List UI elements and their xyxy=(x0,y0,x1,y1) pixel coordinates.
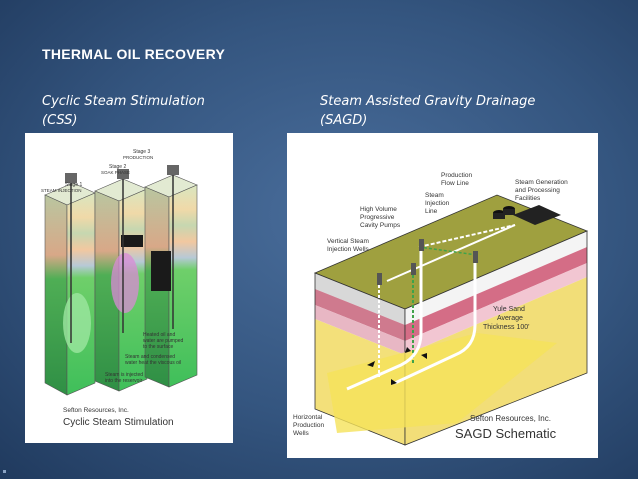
sagd-horizontal-1: Horizontal xyxy=(293,414,323,421)
sagd-wells xyxy=(346,239,478,391)
sagd-steam-gen-1: Steam Generation xyxy=(515,179,568,186)
corner-marker xyxy=(3,470,6,473)
css-caption-line2: (CSS) xyxy=(42,113,78,128)
css-wellhead-2 xyxy=(117,169,129,179)
sagd-company-label: Sefton Resources, Inc. xyxy=(470,414,551,423)
sagd-pumps-2: Progressive xyxy=(360,214,395,221)
css-caption: Cyclic Steam Stimulation (CSS) xyxy=(42,92,205,130)
sagd-pumps-1: High Volume xyxy=(360,206,397,213)
sagd-sand-body xyxy=(327,333,557,433)
css-wellhead-1 xyxy=(65,173,77,183)
sagd-caption-line1: Steam Assisted Gravity Drainage xyxy=(320,94,536,109)
css-stage2-label: Stage 2 xyxy=(109,164,126,170)
sagd-vertical-2: Injection Wells xyxy=(327,246,370,253)
sagd-caption-line2: (SAGD) xyxy=(320,113,368,128)
css-block-stage1 xyxy=(44,182,96,396)
sagd-yule-3: Thickness 100' xyxy=(483,324,529,331)
sagd-yule-1: Yule Sand xyxy=(493,306,525,313)
css-diagram: Stage 3 PRODUCTION Stage 2 SOAK PHASE St… xyxy=(41,149,198,428)
css-note-steam-2: water heat the viscous oil xyxy=(125,360,181,366)
sagd-steam-inj-2: Injection xyxy=(425,200,450,207)
sagd-steam-gen-2: and Processing xyxy=(515,187,560,194)
css-note-heated-2: water are pumped xyxy=(143,338,184,344)
css-steam-zone xyxy=(63,293,91,353)
sagd-facilities xyxy=(493,205,561,225)
sagd-steam-gen-3: Facilities xyxy=(515,195,541,202)
sagd-caption: Steam Assisted Gravity Drainage (SAGD) xyxy=(320,92,535,130)
sagd-flow-arrows xyxy=(367,347,427,385)
slide-title: THERMAL OIL RECOVERY xyxy=(42,46,226,62)
css-block-stage3 xyxy=(144,174,198,388)
sagd-yule-2: Average xyxy=(497,315,523,322)
css-wellhead-3 xyxy=(167,165,179,175)
css-caption-line1: Cyclic Steam Stimulation xyxy=(42,94,205,109)
css-stage1-label: Stage 1 xyxy=(65,182,82,188)
css-note-heated-3: to the surface xyxy=(143,344,174,350)
css-company-label: Sefton Resources, Inc. xyxy=(63,407,129,414)
sagd-horizontal-2: Production xyxy=(293,422,324,429)
css-black-zone xyxy=(151,251,171,291)
sagd-production-flow-2: Flow Line xyxy=(441,180,469,187)
css-steam-injection-label: STEAM INJECTION xyxy=(41,188,82,193)
css-stage3-label: Stage 3 xyxy=(133,149,150,155)
sagd-steam-inj-3: Line xyxy=(425,208,438,215)
css-soak-label: SOAK PHASE xyxy=(101,170,130,175)
sagd-steam-inj-1: Steam xyxy=(425,192,444,199)
css-production-label: PRODUCTION xyxy=(123,155,153,160)
sagd-diagram: Production Flow Line Steam Generation an… xyxy=(293,172,589,446)
css-note-inject-1: Steam is injected xyxy=(105,372,143,378)
sagd-horizontal-3: Wells xyxy=(293,430,310,437)
sagd-diagram-caption: SAGD Schematic xyxy=(455,426,557,441)
css-note-steam-1: Steam and condensed xyxy=(125,354,175,360)
css-black-zone-2 xyxy=(121,235,143,247)
css-heated-zone xyxy=(111,253,139,313)
css-diagram-caption: Cyclic Steam Stimulation xyxy=(63,417,174,428)
sagd-diagram-panel: Production Flow Line Steam Generation an… xyxy=(287,133,598,458)
sagd-pumps-3: Cavity Pumps xyxy=(360,222,401,229)
sagd-steam-line xyxy=(418,224,516,248)
css-note-inject-2: into the reservoir xyxy=(105,378,143,384)
sagd-vertical-1: Vertical Steam xyxy=(327,238,369,245)
css-note-heated-1: Heated oil and xyxy=(143,332,175,338)
sagd-flow-line xyxy=(386,224,516,282)
css-diagram-panel: Stage 3 PRODUCTION Stage 2 SOAK PHASE St… xyxy=(25,133,233,443)
sagd-production-flow-1: Production xyxy=(441,172,472,179)
